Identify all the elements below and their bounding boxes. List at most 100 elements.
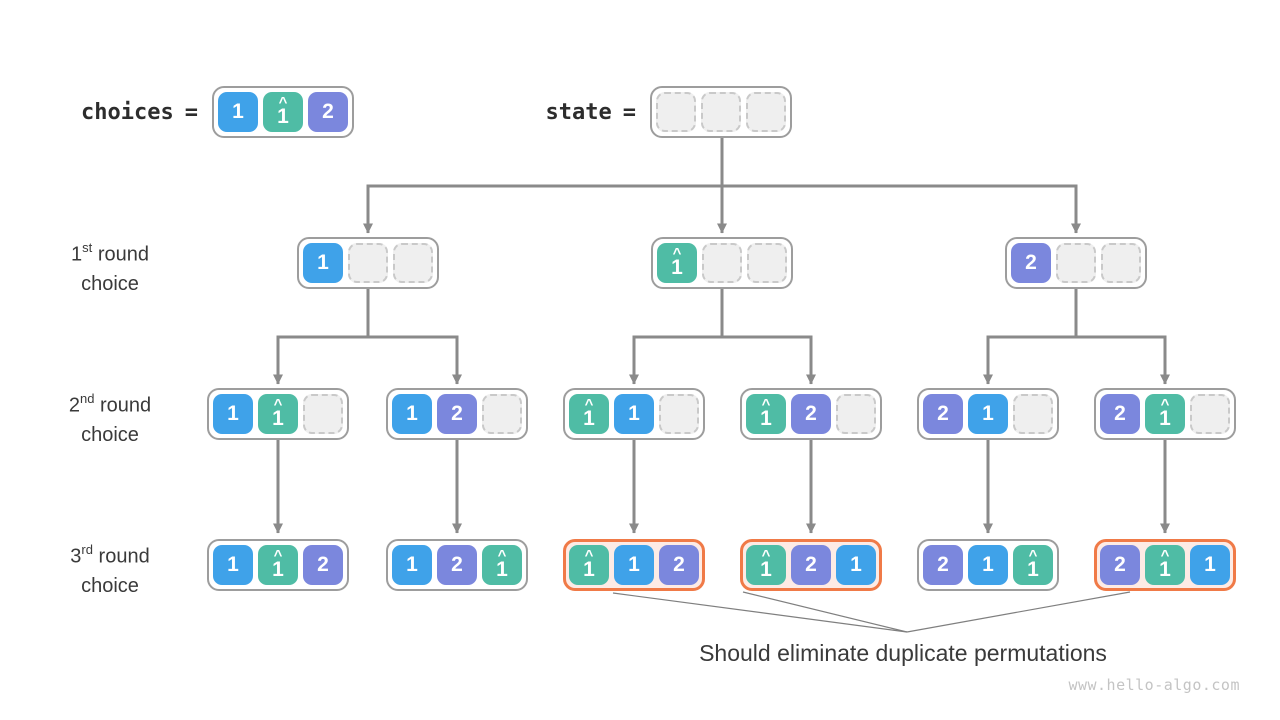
element-cell: 1 xyxy=(968,545,1008,585)
element-cell: 2 xyxy=(923,545,963,585)
state-node: 2 xyxy=(1005,237,1147,289)
empty-cell xyxy=(836,394,876,434)
element-cell: 1 xyxy=(392,545,432,585)
choice-word: choice xyxy=(81,423,139,446)
round-number: 3 xyxy=(70,545,82,568)
empty-cell xyxy=(348,243,388,283)
choices-word: choices xyxy=(81,99,174,125)
cell-value: 2 xyxy=(805,402,817,425)
choices-label: choices = xyxy=(81,100,198,125)
round-3-label: 3rd round choice xyxy=(10,536,210,601)
empty-cell xyxy=(393,243,433,283)
state-array xyxy=(650,86,792,138)
cell-value: 1 xyxy=(982,553,994,576)
choices-array: 1^1 2 xyxy=(212,86,354,138)
cell-value: 1 xyxy=(583,406,595,430)
round-number: 2 xyxy=(68,394,80,417)
state-node: ^1 2 xyxy=(740,388,882,440)
empty-cell xyxy=(746,92,786,132)
cell-value: 1 xyxy=(406,553,418,576)
element-cell: ^1 xyxy=(657,243,697,283)
element-cell: 1 xyxy=(213,394,253,434)
cell-value: 2 xyxy=(805,553,817,576)
round-word: round xyxy=(92,243,149,266)
hat-mark: ^ xyxy=(761,395,771,413)
round-1-label: 1st round choice xyxy=(10,234,210,299)
choice-word: choice xyxy=(81,272,139,295)
element-cell: 2 xyxy=(1100,394,1140,434)
hat-mark: ^ xyxy=(761,546,771,564)
element-cell: 2 xyxy=(791,545,831,585)
element-cell: ^1 xyxy=(746,394,786,434)
cell-value: 1 xyxy=(227,402,239,425)
empty-cell xyxy=(747,243,787,283)
cell-value: 1 xyxy=(760,557,772,581)
cell-value: 2 xyxy=(451,402,463,425)
state-node: 2^1 xyxy=(1094,388,1236,440)
element-cell: 1 xyxy=(614,394,654,434)
empty-cell xyxy=(482,394,522,434)
state-node: 1 xyxy=(297,237,439,289)
empty-cell xyxy=(303,394,343,434)
hat-mark: ^ xyxy=(672,244,682,262)
element-cell: 2 xyxy=(437,545,477,585)
cell-value: 1 xyxy=(850,553,862,576)
element-cell: ^1 xyxy=(482,545,522,585)
cell-value: 1 xyxy=(760,406,772,430)
element-cell: 1 xyxy=(968,394,1008,434)
empty-cell xyxy=(1190,394,1230,434)
cell-value: 1 xyxy=(317,251,329,274)
element-cell: 2 xyxy=(303,545,343,585)
round-number: 1 xyxy=(71,243,83,266)
cell-value: 1 xyxy=(277,104,289,128)
element-cell: ^1 xyxy=(569,394,609,434)
element-cell: 2 xyxy=(659,545,699,585)
cell-value: 1 xyxy=(272,557,284,581)
cell-value: 2 xyxy=(322,100,334,123)
cell-value: 1 xyxy=(1204,553,1216,576)
cell-value: 1 xyxy=(227,553,239,576)
cell-value: 2 xyxy=(937,553,949,576)
element-cell: 2 xyxy=(308,92,348,132)
hat-mark: ^ xyxy=(1160,546,1170,564)
cell-value: 2 xyxy=(317,553,329,576)
cell-value: 1 xyxy=(628,402,640,425)
state-group: state = xyxy=(546,86,792,138)
element-cell: 1 xyxy=(836,545,876,585)
element-cell: 1 xyxy=(1190,545,1230,585)
cell-value: 2 xyxy=(673,553,685,576)
element-cell: ^1 xyxy=(569,545,609,585)
site-credit: www.hello-algo.com xyxy=(1068,676,1240,694)
cell-value: 1 xyxy=(671,255,683,279)
ordinal-suffix: st xyxy=(82,240,93,255)
state-equals: = xyxy=(622,99,636,125)
round-word: round xyxy=(94,394,152,417)
state-word: state xyxy=(545,99,612,125)
empty-cell xyxy=(702,243,742,283)
hat-mark: ^ xyxy=(273,395,283,413)
hat-mark: ^ xyxy=(497,546,507,564)
ordinal-suffix: nd xyxy=(79,391,95,406)
state-node: ^1 xyxy=(651,237,793,289)
element-cell: 2 xyxy=(1100,545,1140,585)
element-cell: ^1 xyxy=(1145,394,1185,434)
cell-value: 2 xyxy=(937,402,949,425)
state-node: 1^1 xyxy=(207,388,349,440)
state-label: state = xyxy=(546,100,636,125)
cell-value: 1 xyxy=(406,402,418,425)
element-cell: ^1 xyxy=(1145,545,1185,585)
round-2-label: 2nd round choice xyxy=(10,385,210,450)
empty-cell xyxy=(1101,243,1141,283)
hat-mark: ^ xyxy=(584,395,594,413)
cell-value: 1 xyxy=(1027,557,1039,581)
duplicate-pointer-lines xyxy=(612,591,1131,633)
element-cell: ^1 xyxy=(1013,545,1053,585)
element-cell: ^1 xyxy=(258,545,298,585)
element-cell: ^1 xyxy=(263,92,303,132)
